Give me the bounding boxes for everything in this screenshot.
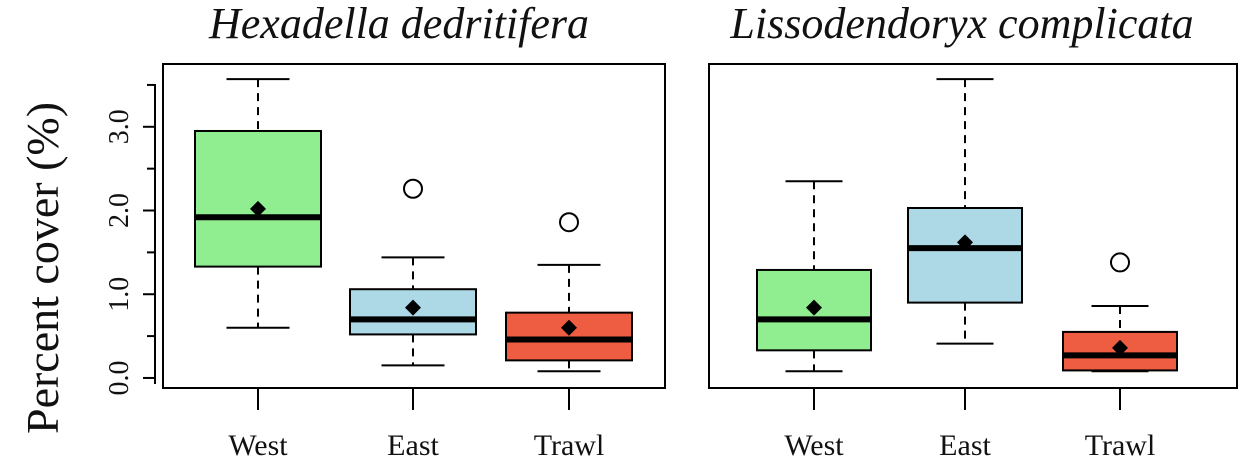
mean-marker <box>806 299 822 316</box>
panel-lissodendoryx: Lissodendoryx complicata West East Trawl <box>708 0 1238 460</box>
x-tick-label-east: East <box>939 429 991 460</box>
x-tick-label-west: West <box>784 429 844 460</box>
box-trawl <box>1062 252 1178 373</box>
y-tick-label: 3.0 <box>104 109 135 144</box>
panel-title-hexadella: Hexadella dedritifera <box>208 0 589 48</box>
outlier-point <box>1110 252 1130 273</box>
box-trawl <box>505 212 633 373</box>
panel-title-lissodendoryx: Lissodendoryx complicata <box>729 0 1193 48</box>
iqr-box <box>194 129 322 268</box>
mean-marker <box>250 200 266 217</box>
y-tick-label: 2.0 <box>104 193 135 228</box>
x-tick-label-trawl: Trawl <box>1085 429 1156 460</box>
box-west <box>756 180 872 373</box>
y-tick-label: 1.0 <box>104 277 135 312</box>
outlier-point <box>403 178 423 199</box>
outlier-point <box>559 212 579 233</box>
x-tick-label-east: East <box>387 429 439 460</box>
mean-marker <box>561 319 577 336</box>
y-tick-label: 0.0 <box>104 360 135 395</box>
mean-marker <box>1112 339 1128 356</box>
box-east <box>907 78 1023 345</box>
x-tick-label-trawl: Trawl <box>534 429 605 460</box>
plot-frame-lissodendoryx <box>708 63 1238 389</box>
mean-marker <box>957 234 973 251</box>
box-east <box>349 178 477 367</box>
mean-marker <box>405 299 421 316</box>
x-tick-label-west: West <box>228 429 288 460</box>
iqr-box <box>907 207 1023 304</box>
y-axis-label: Percent cover (%) <box>17 102 68 434</box>
box-west <box>194 78 322 329</box>
